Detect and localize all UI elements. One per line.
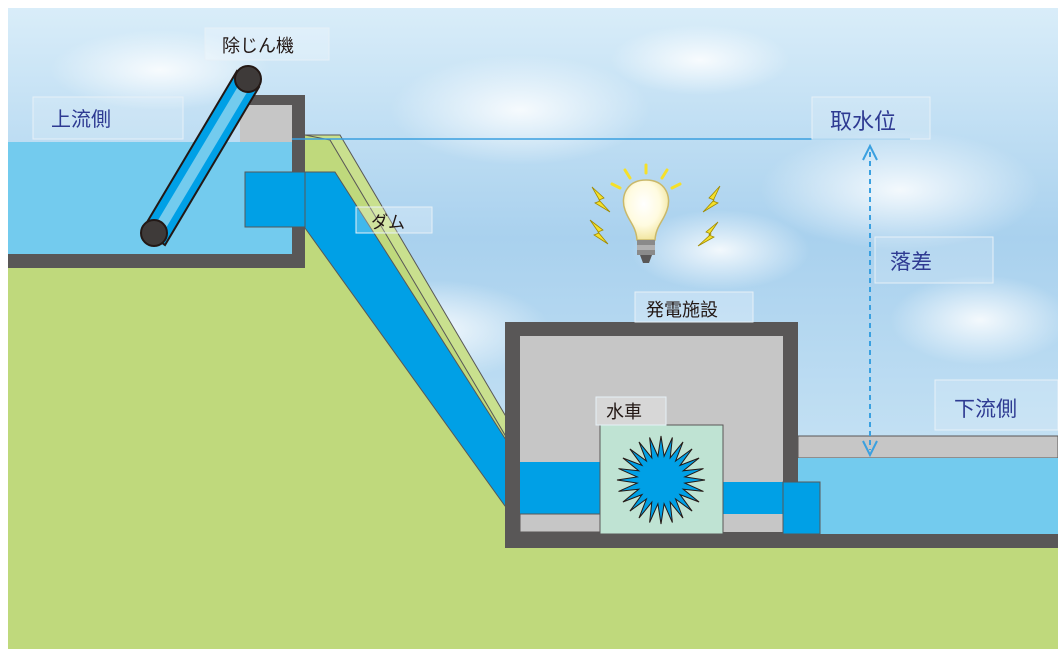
intake-opening [244, 171, 306, 228]
downstream-floor [798, 534, 1058, 548]
label-debris-remover: 除じん機 [222, 36, 294, 57]
upstream-wall-bottom [8, 254, 305, 268]
debris-remover [140, 65, 262, 247]
label-intake-level: 取水位 [830, 110, 896, 135]
label-power-facility: 発電施設 [646, 300, 718, 321]
outlet-pipe [782, 481, 821, 535]
label-dam: ダム [371, 213, 405, 233]
light-bulb-icon [610, 163, 682, 263]
downstream-wall-top [797, 435, 1058, 459]
intake-roof [230, 95, 305, 105]
label-head: 落差 [890, 250, 932, 274]
label-waterwheel: 水車 [606, 402, 642, 423]
labels: 除じん機 上流側 取水位 ダム 落差 発電施設 水車 下流側 [32, 27, 1058, 431]
label-downstream: 下流側 [954, 397, 1017, 421]
downstream-water [798, 458, 1058, 534]
head-arrow [862, 143, 878, 458]
waterwheel-turbine [599, 424, 724, 535]
label-upstream: 上流側 [51, 107, 111, 131]
spark-icons [589, 185, 721, 247]
ground [8, 135, 1058, 649]
intake-concrete [240, 105, 292, 142]
